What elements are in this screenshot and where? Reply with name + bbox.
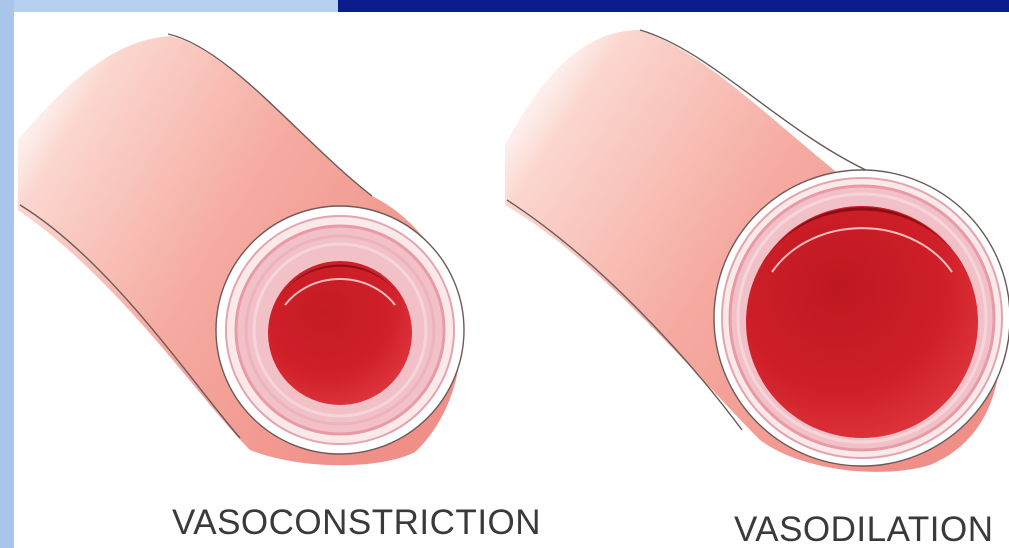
vasodilation-label: VASODILATION [734, 510, 993, 548]
constricted-vessel [18, 34, 464, 465]
constricted-vessel-lumen [268, 261, 412, 405]
dilated-vessel [505, 30, 1009, 472]
vasoconstriction-label: VASOCONSTRICTION [172, 503, 541, 543]
